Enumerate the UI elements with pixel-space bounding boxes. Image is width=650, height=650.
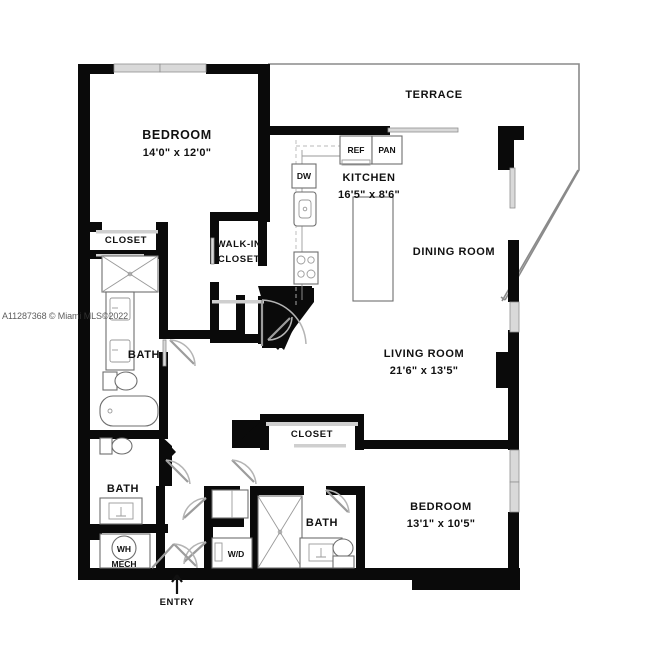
door-master-bath-arc [169, 339, 196, 367]
closet-lip-bedroom-main [96, 254, 144, 257]
label-dishwasher: DW [297, 171, 312, 181]
door-walkin-leaf [267, 317, 291, 341]
window-bedroom2-lower [509, 481, 520, 513]
entry-marker: ENTRY [160, 574, 195, 608]
label-walkin-1: WALK-IN [217, 239, 262, 250]
pocket-door-walkin [210, 237, 215, 265]
toilet-hall-bowl [111, 437, 133, 455]
window-bedroom-main-right [159, 63, 207, 73]
label-water-heater: WH [117, 544, 131, 554]
bathtub-icon [99, 395, 159, 427]
window-bedroom2-upper [509, 449, 520, 483]
closet-labels: CLOSET CLOSET [105, 235, 333, 440]
label-bath-second: BATH [306, 517, 338, 529]
linen-closet [211, 489, 249, 519]
label-living-room: LIVING ROOM [384, 348, 465, 360]
vanity-master [105, 291, 135, 371]
door-master-bath-leaf [169, 339, 195, 365]
water-heater-icon [111, 535, 137, 561]
label-bath-master: BATH [128, 349, 160, 361]
label-mechanical: MECH [111, 559, 136, 569]
appliance-labels: REF PAN DW W/D WH MECH [111, 145, 395, 569]
label-refrigerator: REF [348, 145, 365, 155]
room-labels: TERRACE BEDROOM 14'0" x 12'0" KITCHEN 16… [107, 89, 495, 530]
hall-bath-fixtures [99, 437, 151, 569]
label-dining-room: DINING ROOM [413, 246, 495, 258]
label-pantry: PAN [378, 145, 395, 155]
label-closet-bedroom-2: CLOSET [291, 429, 333, 440]
door-linen-arc [182, 497, 207, 521]
label-bath-hall: BATH [107, 483, 139, 495]
window-kitchen-terrace [387, 127, 459, 133]
label-walkin-2: CLOSET [218, 254, 260, 265]
door-second-bath-leaf [325, 489, 349, 513]
master-bath-fixtures [99, 255, 159, 427]
doors [151, 237, 350, 569]
closet-rod-bedroom-main [96, 230, 158, 234]
toilet-second-tank [332, 555, 355, 569]
door-walkin-arc [267, 316, 293, 341]
door-wd-arc [183, 541, 207, 565]
label-kitchen: KITCHEN [342, 172, 395, 184]
kitchen-sink-icon [293, 191, 317, 227]
dim-living-room: 21'6" x 13'5" [390, 365, 459, 377]
door-hall-leaf [231, 459, 255, 483]
toilet-second-bowl [332, 538, 354, 558]
toilet-master-bowl [114, 371, 138, 391]
window-bedroom-main-left [113, 63, 161, 73]
dim-kitchen: 16'5" x 8'6" [338, 189, 400, 201]
door-hall-bath-leaf [165, 459, 189, 483]
kitchen-fixtures [291, 135, 403, 306]
door-hall-bath-arc [165, 459, 191, 485]
dishwasher-icon [291, 163, 317, 189]
label-bedroom-main: BEDROOM [142, 128, 211, 142]
label-terrace: TERRACE [405, 89, 462, 101]
second-bath-fixtures [211, 489, 355, 569]
door-second-bath-arc [325, 489, 350, 514]
door-entry-arc [173, 543, 198, 569]
closet-rod-walkin [212, 300, 264, 304]
toilet-hall-tank [99, 437, 113, 455]
door-entry-leaf2 [151, 543, 175, 569]
pocket-door-indicator [162, 339, 167, 367]
door-linen-leaf [183, 497, 207, 519]
label-washer-dryer: W/D [228, 549, 245, 559]
dim-bedroom-2: 13'1" x 10'5" [407, 518, 476, 530]
windows [113, 63, 520, 513]
closet-rod-bedroom2-lower [294, 444, 346, 448]
dim-bedroom-main: 14'0" x 12'0" [143, 147, 212, 159]
mls-watermark: A11287368 © Miami MLS©2022 [2, 311, 129, 321]
kitchen-island [352, 196, 394, 302]
closet-rod-bedroom2 [266, 422, 358, 426]
pantry-icon [371, 135, 403, 165]
door-hall-arc [231, 459, 257, 485]
cooktop-icon [293, 251, 319, 285]
closet-rods [96, 230, 358, 448]
window-living-upper [509, 301, 520, 333]
door-entry-leaf [173, 543, 197, 567]
window-dining-upper [509, 167, 516, 209]
door-bedroom-main-arc [261, 299, 307, 345]
refrigerator-icon [339, 135, 373, 165]
label-closet-bedroom-main: CLOSET [105, 235, 147, 246]
up-arrow-icon [171, 574, 183, 594]
label-entry: ENTRY [160, 597, 195, 608]
label-bedroom-2: BEDROOM [410, 501, 472, 513]
